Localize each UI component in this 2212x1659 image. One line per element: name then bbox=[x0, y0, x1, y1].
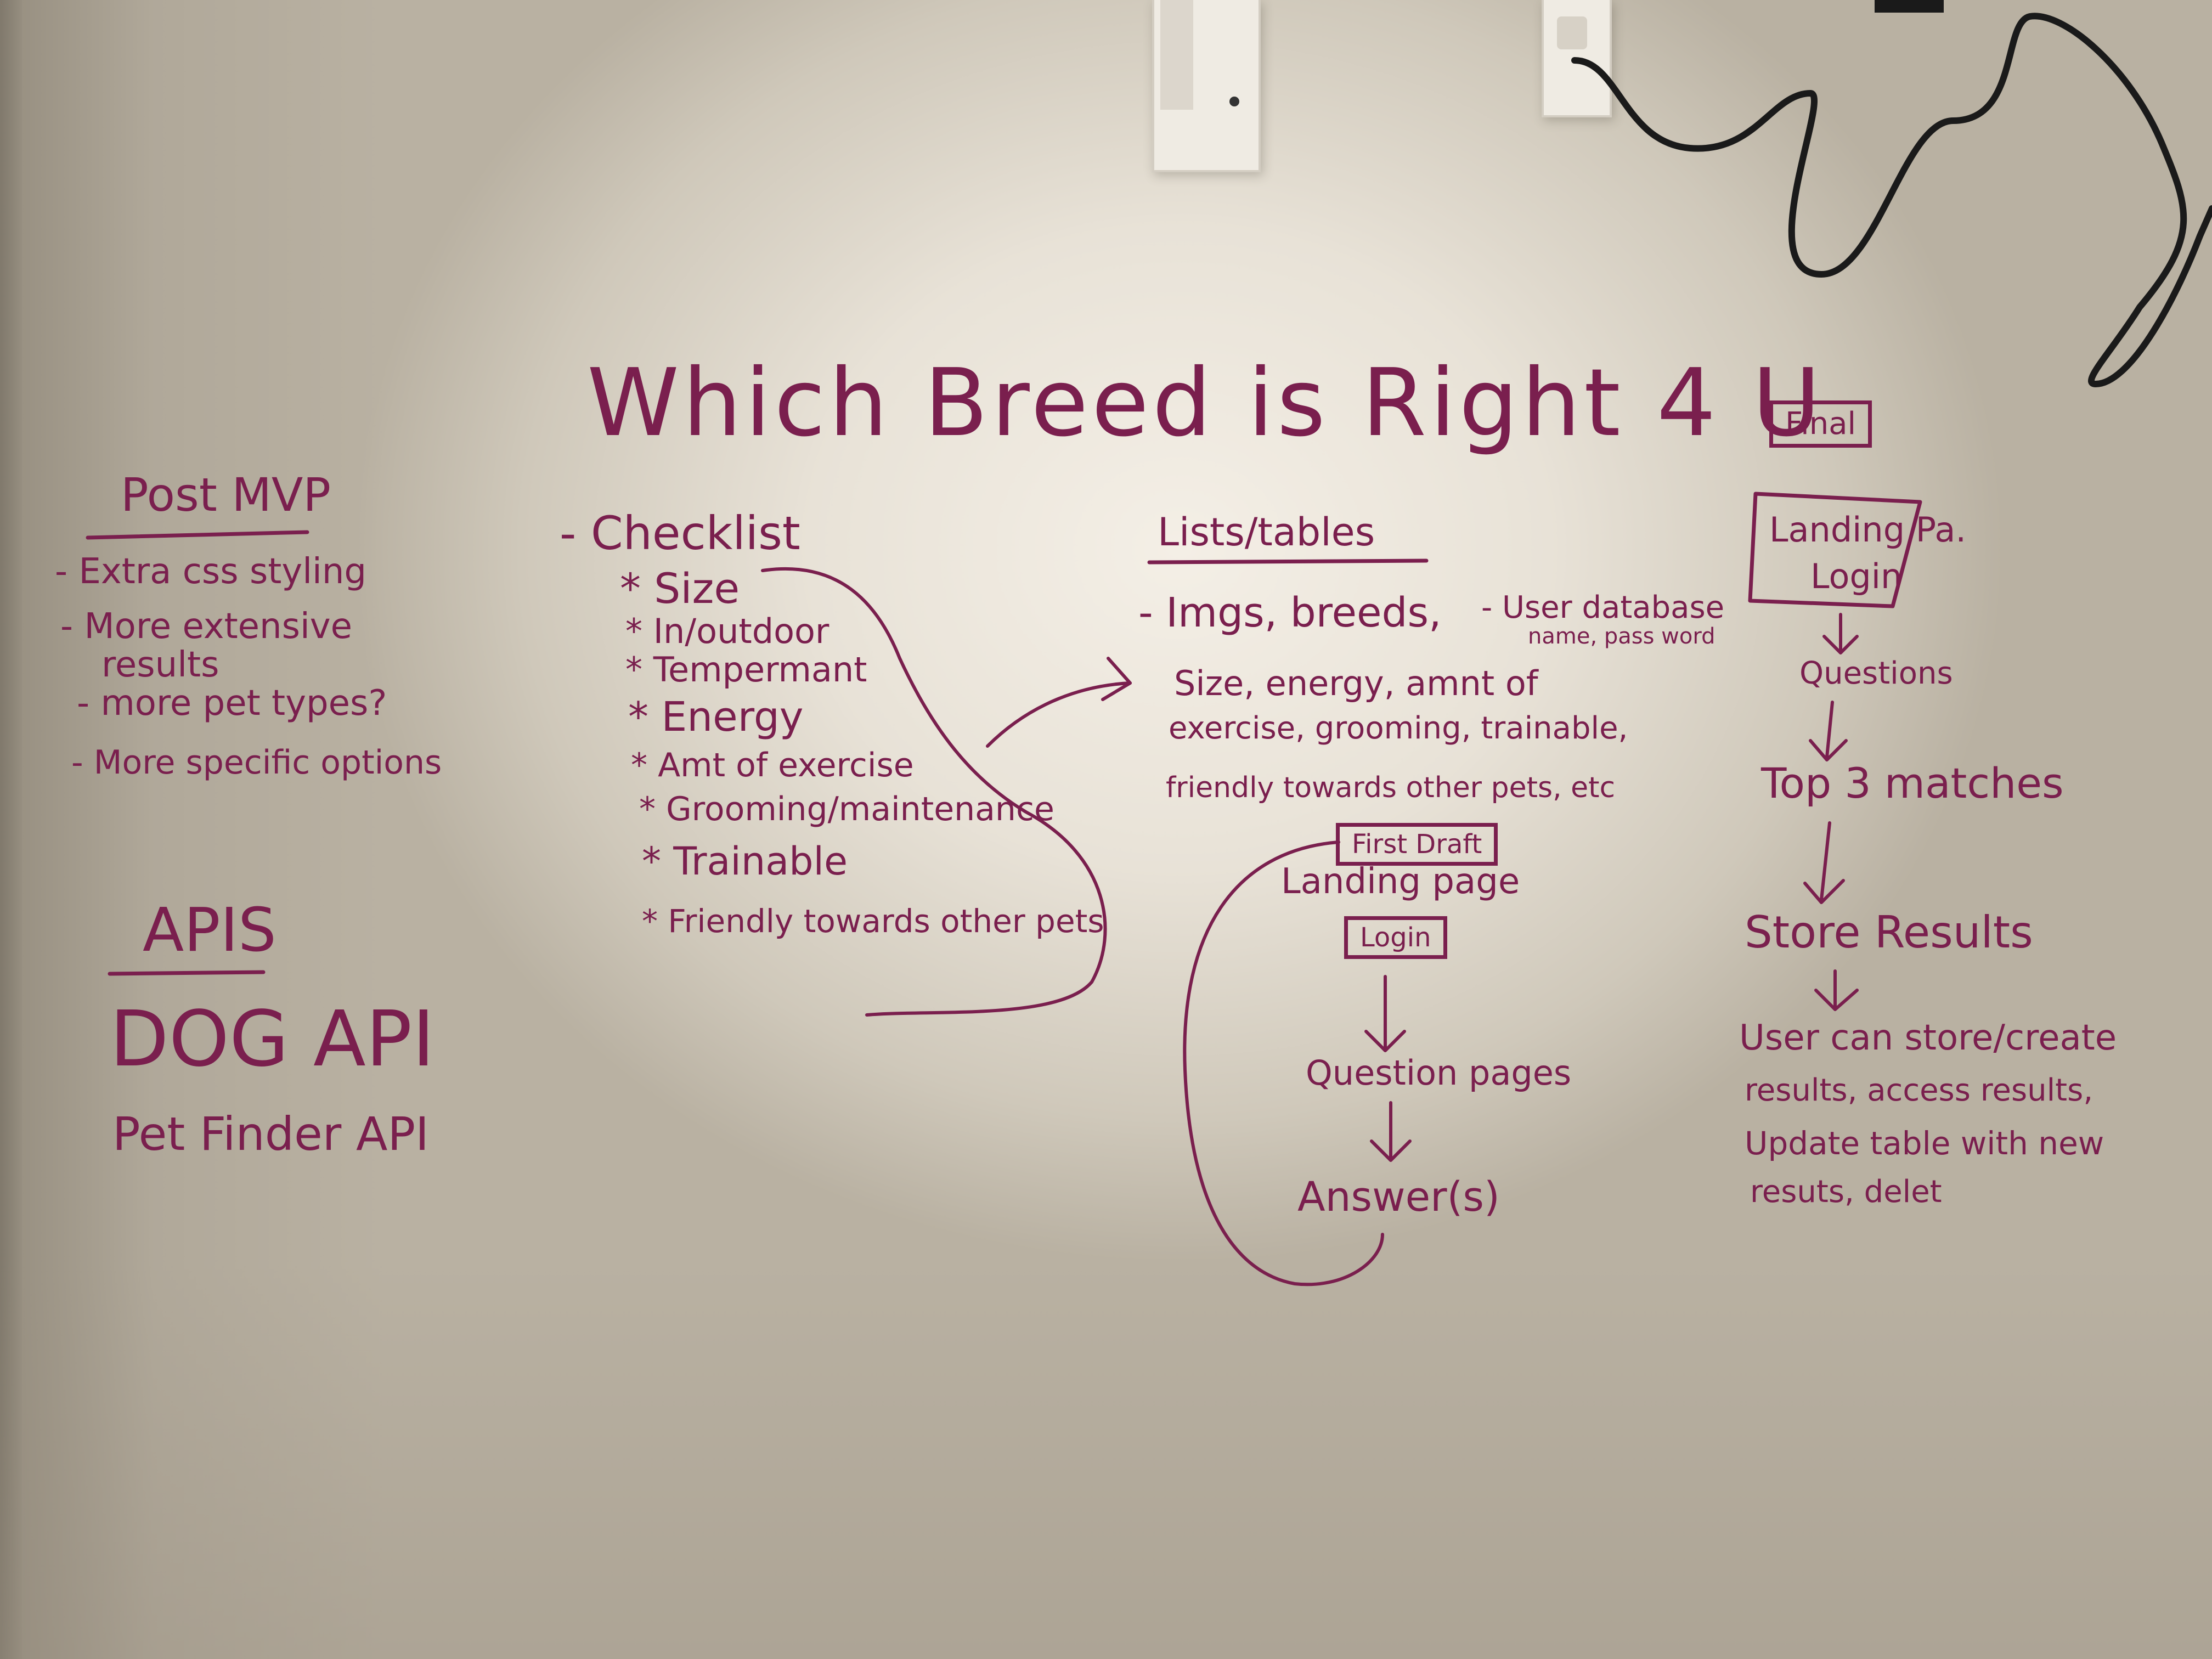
lists-line: exercise, grooming, trainable, bbox=[1169, 710, 1628, 746]
post-mvp-heading: Post MVP bbox=[121, 468, 331, 522]
switch-toggle bbox=[1160, 0, 1193, 110]
arrow-questions-to-top3 bbox=[1809, 701, 1848, 761]
lists-line: Size, energy, amnt of bbox=[1174, 663, 1538, 703]
apis-heading: APIS bbox=[143, 895, 276, 965]
switch-screw bbox=[1229, 97, 1239, 106]
underline-post-mvp bbox=[86, 530, 309, 540]
arrow-questions-to-answers bbox=[1370, 1101, 1412, 1162]
post-mvp-item: - More extensive bbox=[60, 606, 352, 647]
checklist-item: * Trainable bbox=[642, 839, 848, 884]
final-login: Login bbox=[1810, 556, 1903, 596]
underline-lists bbox=[1147, 558, 1429, 565]
checklist-heading: - Checklist bbox=[560, 506, 800, 560]
draft-loop bbox=[1183, 840, 1384, 1286]
post-mvp-item: - Extra css styling bbox=[55, 551, 366, 592]
first-draft-landing: Landing page bbox=[1281, 861, 1520, 902]
post-mvp-item: - More specific options bbox=[71, 743, 442, 782]
lists-line: - Imgs, breeds, bbox=[1138, 589, 1442, 636]
power-cable bbox=[1571, 13, 2212, 388]
underline-apis bbox=[108, 970, 266, 976]
checklist-item: * Tempermant bbox=[625, 650, 867, 690]
checklist-bracket bbox=[761, 567, 1107, 1017]
first-draft-answers: Answer(s) bbox=[1297, 1173, 1500, 1221]
first-draft-label: First Draft bbox=[1336, 823, 1498, 866]
arrow-store-to-user bbox=[1814, 969, 1859, 1011]
outlet-strip bbox=[1875, 0, 1944, 13]
first-draft-login: Login bbox=[1344, 916, 1447, 959]
final-questions: Questions bbox=[1799, 656, 1953, 691]
final-store: Store Results bbox=[1745, 907, 2033, 958]
final-label: Final bbox=[1769, 400, 1872, 448]
arrow-landing-to-questions bbox=[1822, 613, 1859, 654]
post-mvp-item: - more pet types? bbox=[77, 683, 387, 724]
user-database-label: - User database bbox=[1481, 590, 1725, 625]
first-draft-questions: Question pages bbox=[1306, 1053, 1572, 1093]
final-user-line: results, access results, bbox=[1745, 1073, 2094, 1108]
final-landing: Landing Pa. bbox=[1769, 510, 1967, 550]
arrow-head bbox=[1101, 657, 1132, 701]
checklist-item: * Size bbox=[620, 564, 740, 613]
outlet-socket bbox=[1557, 16, 1587, 49]
arrow-to-lists bbox=[986, 681, 1132, 748]
api-item: DOG API bbox=[110, 995, 435, 1084]
user-database-fields: name, pass word bbox=[1528, 624, 1716, 649]
lists-line: friendly towards other pets, etc bbox=[1166, 771, 1616, 804]
landing-box bbox=[1748, 492, 1922, 608]
checklist-item: * Amt of exercise bbox=[631, 746, 914, 785]
api-item: Pet Finder API bbox=[112, 1107, 429, 1161]
checklist-item: * Friendly towards other pets bbox=[642, 902, 1104, 940]
final-user-line: resuts, delet bbox=[1750, 1174, 1942, 1210]
lists-heading: Lists/tables bbox=[1158, 510, 1375, 555]
bottom-shadow bbox=[0, 1262, 2212, 1659]
final-user-line: Update table with new bbox=[1745, 1125, 2104, 1162]
arrow-top3-to-store bbox=[1803, 821, 1845, 904]
post-mvp-item: results bbox=[101, 645, 219, 685]
board-title: Which Breed is Right 4 U bbox=[587, 349, 1824, 458]
checklist-item: * In/outdoor bbox=[625, 611, 830, 651]
checklist-item: * Energy bbox=[628, 693, 804, 741]
arrow-login-to-questions bbox=[1364, 975, 1406, 1052]
final-top3: Top 3 matches bbox=[1761, 759, 2064, 808]
checklist-item: * Grooming/maintenance bbox=[639, 790, 1054, 828]
final-user-line: User can store/create bbox=[1739, 1018, 2117, 1058]
left-shadow bbox=[0, 0, 384, 1659]
